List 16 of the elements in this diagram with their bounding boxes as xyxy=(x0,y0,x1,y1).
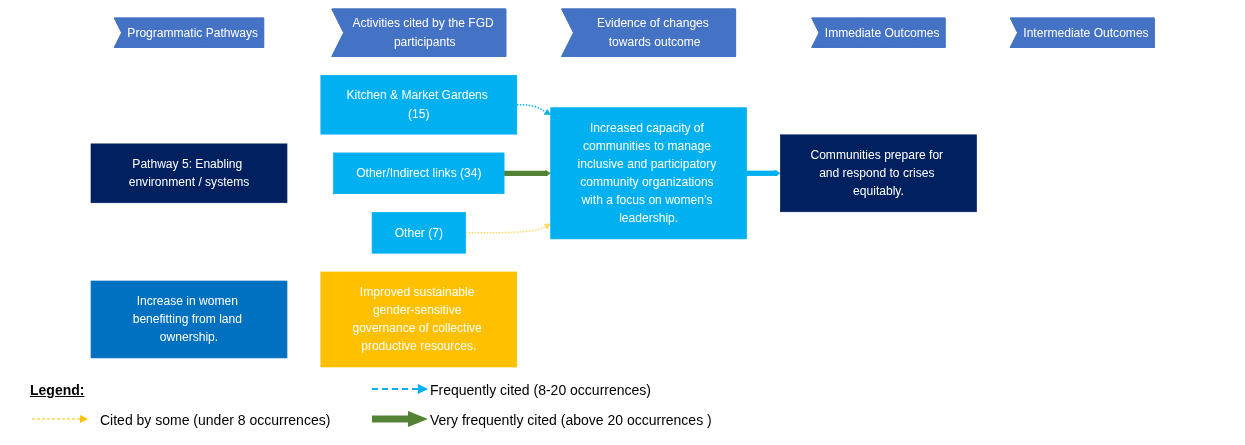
node-box: Kitchen & Market Gardens (15) xyxy=(320,74,517,134)
node-box: Improved sustainable gender-sensitive governance of collective productive resources. xyxy=(320,271,517,367)
legend-heading: Legend: xyxy=(30,382,85,398)
arrow xyxy=(746,169,781,177)
arrow xyxy=(464,223,551,234)
node-box: Increase in women benefitting from land ownership. xyxy=(90,280,288,358)
arrow xyxy=(515,103,551,115)
legend-text: Very frequently cited (above 20 occurrences ) xyxy=(430,412,712,428)
legend-text: Frequently cited (8-20 occurrences) xyxy=(430,382,651,398)
node-box: Other/Indirect links (34) xyxy=(333,152,505,194)
node-box: Pathway 5: Enabling environment / systems xyxy=(90,143,288,203)
node-box: Other (7) xyxy=(371,211,466,254)
node-box: Communities prepare for and respond to crises equitably. xyxy=(779,134,977,212)
arrow xyxy=(503,169,551,177)
node-box: Increased capacity of communities to manage inclusive and participatory community organizations with a focus on women’s leadership. xyxy=(550,106,747,239)
legend-text: Cited by some (under 8 occurrences) xyxy=(100,412,331,428)
